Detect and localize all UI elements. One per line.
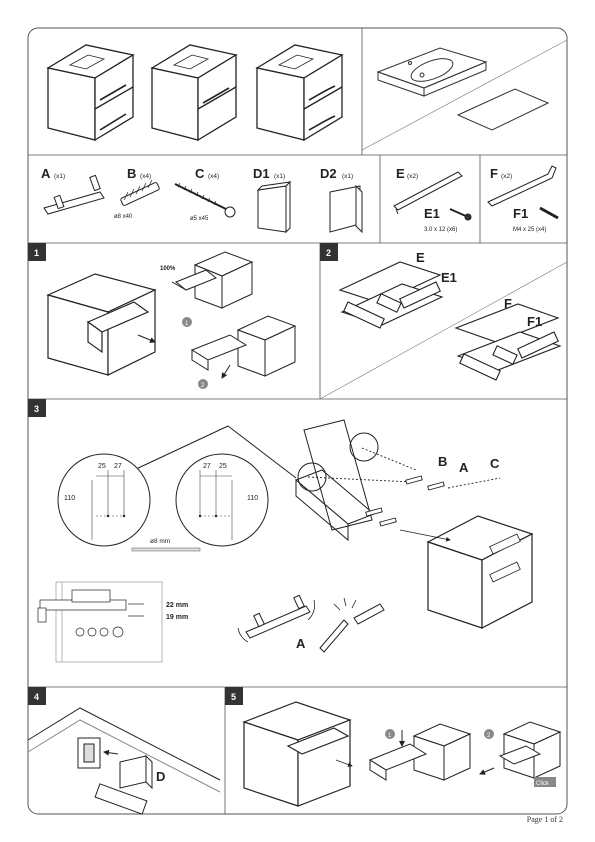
step-2-label-e: E — [416, 250, 425, 265]
part-f1-label: F1 — [513, 206, 528, 221]
step-1-sub-1: 1 — [185, 321, 189, 327]
part-b-qty: (x4) — [140, 173, 151, 180]
part-b-spec: ø8 x40 — [114, 214, 133, 220]
part-e-label: E — [396, 166, 405, 181]
step-1-pull-label: 100% — [160, 266, 176, 272]
step-3-number: 3 — [34, 404, 39, 414]
step-3-adjust-h: 19 mm — [166, 614, 188, 621]
step-3-dim-right-h: 110 — [247, 495, 258, 502]
part-f-qty: (x2) — [501, 173, 512, 180]
step-1-detail-2 — [190, 315, 297, 379]
step-3-zoom-spot-1 — [297, 462, 327, 492]
step-2-number: 2 — [326, 248, 331, 258]
step-3-label-a2: A — [296, 636, 306, 651]
part-b-label: B — [127, 166, 136, 181]
step-3-dim-right-a: 27 — [203, 463, 211, 470]
step-4-number: 4 — [34, 692, 39, 702]
step-4-drawing — [27, 707, 221, 815]
step-3-zoom-circle-left — [57, 453, 151, 547]
step-2-label-f: F — [504, 296, 512, 311]
part-f-label: F — [490, 166, 498, 181]
step-3-drill-bit — [131, 547, 201, 552]
cabinet-drawing-3 — [255, 44, 344, 142]
step-3-zoom-circle-right — [175, 453, 269, 547]
part-b-drawing — [120, 179, 160, 206]
part-a-drawing — [43, 174, 105, 215]
step-3-dim-left-b: 27 — [114, 463, 122, 470]
step-5-badge — [225, 687, 243, 705]
step-3-cabinet — [399, 515, 534, 629]
step-3-label-c: C — [490, 456, 500, 471]
part-d1-label: D1 — [253, 166, 270, 181]
step-1-sub-2: 2 — [201, 383, 205, 389]
step-3-adjust-v: 22 mm — [166, 602, 188, 609]
step-5-detail-2 — [479, 721, 562, 779]
step-3-part-a-detail — [237, 594, 385, 653]
step-2-label-f1: F1 — [527, 314, 542, 329]
page-footer: Page 1 of 2 — [526, 815, 563, 824]
step-2-drawer-lower — [454, 303, 562, 381]
step-3-zoom-spot-2 — [349, 432, 379, 462]
step-5-sub-2-badge — [484, 729, 494, 739]
step-3-dim-right-b: 25 — [219, 463, 227, 470]
step-3-badge — [28, 399, 46, 417]
step-2-badge — [320, 243, 338, 261]
step-1-cabinet — [46, 273, 157, 376]
part-e-qty: (x2) — [407, 173, 418, 180]
step-3-dim-left-h: 110 — [64, 495, 75, 502]
step-5-detail-1 — [368, 723, 472, 781]
step-5-click-label: Click — [536, 781, 550, 787]
part-e1-spec: 3.0 x 12 (x6) — [424, 227, 457, 233]
part-e-drawing — [393, 171, 463, 215]
step-3-dim-left-a: 25 — [98, 463, 106, 470]
step-1-sub-2-badge — [198, 379, 208, 389]
part-d2-label: D2 — [320, 166, 337, 181]
step-5-sub-1: 1 — [388, 733, 392, 739]
part-c-drawing — [174, 182, 236, 218]
step-3-adjust-detail — [37, 581, 163, 663]
step-1-detail-1 — [171, 251, 254, 309]
step-2-label-e1: E1 — [441, 270, 457, 285]
part-c-qty: (x4) — [208, 173, 219, 180]
part-d2-qty: (x1) — [342, 173, 353, 180]
step-5-sub-1-badge — [385, 729, 395, 739]
step-5-click-tag — [534, 777, 556, 787]
part-d1-drawing — [256, 180, 292, 234]
part-d1-qty: (x1) — [274, 173, 285, 180]
part-a-label: A — [41, 166, 51, 181]
part-f1-drawing — [539, 206, 559, 220]
step-3-label-b: B — [438, 454, 447, 469]
step-1-badge — [28, 243, 46, 261]
part-c-spec: ø5 x45 — [190, 216, 209, 222]
step-3-label-a: A — [459, 460, 469, 475]
step-3-fittings — [307, 447, 501, 527]
part-e1-label: E1 — [424, 206, 440, 221]
step-5-sub-2: 2 — [487, 733, 491, 739]
part-f-drawing — [487, 165, 557, 207]
part-d2-drawing — [329, 184, 363, 234]
part-e1-drawing — [449, 208, 472, 221]
step-2-drawer-upper — [338, 261, 444, 329]
cabinet-drawing-1 — [46, 44, 135, 142]
part-f1-spec: M4 x 25 (x4) — [513, 227, 546, 233]
step-3-drill-label: ø8 mm — [150, 538, 170, 545]
washbasin-drawing — [361, 39, 568, 151]
part-c-label: C — [195, 166, 205, 181]
step-4-badge — [28, 687, 46, 705]
step-4-label-d: D — [156, 769, 165, 784]
step-1-sub-1-badge — [182, 317, 192, 327]
page-frame — [27, 27, 568, 815]
step-5-cabinet — [242, 701, 353, 807]
part-a-qty: (x1) — [54, 173, 65, 180]
step-5-number: 5 — [231, 692, 236, 702]
step-1-number: 1 — [34, 248, 39, 258]
step-3-panel — [133, 419, 375, 542]
cabinet-drawing-2 — [150, 44, 238, 142]
